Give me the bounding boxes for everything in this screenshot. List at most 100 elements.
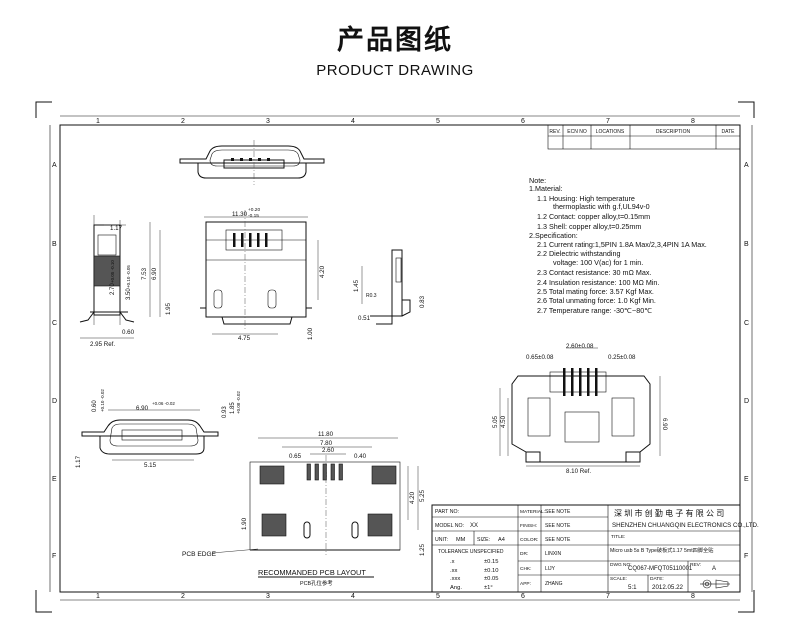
page-title-english: PRODUCT DRAWING bbox=[316, 62, 474, 79]
dim-label: 0.83 bbox=[419, 295, 426, 308]
tb-value: A4 bbox=[498, 537, 505, 543]
tb-label: MATERIAL: bbox=[520, 509, 545, 515]
company-name-cn: 深 圳 市 创 勤 电 子 有 限 公 司 bbox=[614, 508, 724, 518]
note-line: 2.2 Dielectric withstanding bbox=[537, 249, 621, 258]
column-numbers-bottom: 1 2 3 4 5 6 7 8 bbox=[96, 593, 695, 600]
projection-symbol-icon bbox=[700, 579, 730, 589]
drawing-frame bbox=[49, 115, 753, 601]
col-num: 2 bbox=[181, 118, 185, 125]
dim-label: 2.70 bbox=[110, 283, 116, 295]
col-num: 3 bbox=[266, 118, 270, 125]
tb-value: SEE NOTE bbox=[545, 509, 571, 515]
tb-label: DR: bbox=[520, 551, 528, 557]
dim-label: 4.20 bbox=[409, 491, 416, 504]
tb-label: UNIT: bbox=[435, 537, 448, 543]
dim-label: 11.80 bbox=[318, 431, 334, 438]
tb-tol-val: ±1° bbox=[484, 585, 493, 591]
row-letter: C bbox=[52, 320, 57, 327]
tb-label: PART NO: bbox=[435, 509, 459, 515]
tb-value: SEE NOTE bbox=[545, 537, 571, 543]
note-line: 2.5 Total mating force: 3.57 Kgf Max. bbox=[537, 287, 654, 296]
note-line: 2.1 Current rating:1,5PIN 1.8A Max/2,3,4… bbox=[537, 240, 707, 249]
row-letter: A bbox=[52, 162, 57, 169]
dim-label: 0.51 bbox=[358, 315, 371, 322]
tb-label: DWG NO: bbox=[610, 562, 632, 568]
dim-label: 3.50 bbox=[126, 288, 132, 300]
crop-marks bbox=[35, 101, 755, 613]
col-num: 2 bbox=[181, 593, 185, 600]
row-letter: D bbox=[744, 398, 749, 405]
dim-label: R0.3 bbox=[366, 293, 377, 299]
dim-label: 0.65 bbox=[289, 453, 302, 460]
tb-label: MODEL NO: bbox=[435, 523, 464, 529]
col-num: 7 bbox=[606, 593, 610, 600]
row-letter: C bbox=[744, 320, 749, 327]
notes-block: Note: 1.Material: 1.1 Housing: High temp… bbox=[529, 176, 707, 315]
tb-label: TITLE: bbox=[611, 534, 625, 540]
dim-label: 6.90 bbox=[136, 405, 149, 412]
dim-label: 1.90 bbox=[241, 517, 248, 530]
dim-label: 2.60 bbox=[322, 447, 335, 454]
col-num: 8 bbox=[691, 118, 695, 125]
dim-label: 4.20 bbox=[319, 265, 326, 278]
tb-label: DATE: bbox=[650, 576, 664, 582]
dim-label: 2.95 Ref. bbox=[90, 341, 115, 348]
note-line: 2.7 Temperature range: -30℃~80℃ bbox=[537, 306, 652, 315]
tb-label: FINISH: bbox=[520, 523, 537, 529]
dim-label: 1.00 bbox=[307, 327, 314, 340]
dim-label: 0.60 bbox=[122, 329, 135, 336]
col-num: 4 bbox=[351, 118, 355, 125]
front-view: 11.30 +0.20 -0.15 7.53 6.90 1.95 4.20 4.… bbox=[141, 207, 326, 342]
side-view-left: 1.17 2.70 +0.05 -0.10 3.50 +0.10 -0.05 0… bbox=[79, 215, 135, 348]
dim-label: 1.17 bbox=[75, 455, 82, 468]
tb-label: REV: bbox=[690, 562, 701, 568]
col-num: 7 bbox=[606, 118, 610, 125]
dim-label: 0.60 bbox=[92, 400, 98, 412]
col-num: 5 bbox=[436, 118, 440, 125]
row-letters-right: A B C D E F bbox=[744, 162, 749, 560]
tb-value: A bbox=[712, 566, 716, 572]
col-num: 1 bbox=[96, 593, 100, 600]
dim-label: 1.17 bbox=[110, 225, 123, 232]
rev-header: LOCATIONS bbox=[596, 129, 625, 135]
tb-value: 5:1 bbox=[628, 584, 637, 591]
tb-value: LINXIN bbox=[545, 551, 562, 557]
dim-label: 4.50 bbox=[500, 415, 507, 428]
tb-value: 2012.05.22 bbox=[652, 584, 684, 591]
dim-label: 6.90 bbox=[151, 267, 158, 280]
tb-value: MM bbox=[456, 537, 466, 543]
dim-label: +0.10 -0.05 bbox=[126, 265, 131, 288]
dim-label: 0.25±0.08 bbox=[608, 354, 636, 361]
dim-label: -0.15 bbox=[248, 213, 259, 219]
col-num: 6 bbox=[521, 593, 525, 600]
rev-header: DESCRIPTION bbox=[656, 129, 691, 135]
note-line: 1.3 Shell: copper alloy,t=0.25mm bbox=[537, 222, 641, 231]
end-view: 6.90 +0.06 -0.02 5.15 1.17 0.60 +0.10 -0… bbox=[75, 389, 241, 469]
col-num: 8 bbox=[691, 593, 695, 600]
dim-label: 1.25 bbox=[419, 543, 426, 556]
tb-tol-val: ±0.05 bbox=[484, 576, 498, 582]
tb-value: SEE NOTE bbox=[545, 523, 571, 529]
tb-tol-val: ±0.15 bbox=[484, 559, 498, 565]
dim-label: 0.40 bbox=[354, 453, 367, 460]
dim-label: +0.20 bbox=[248, 207, 260, 213]
tb-value: XX bbox=[470, 523, 478, 529]
dim-label: 7.80 bbox=[320, 440, 333, 447]
dim-label: 5.05 bbox=[492, 415, 499, 428]
tb-tol-key: .x bbox=[450, 559, 455, 565]
dim-label: 0.93 bbox=[222, 406, 228, 418]
dim-label: 11.30 bbox=[232, 211, 248, 218]
tb-value: LIJY bbox=[545, 566, 556, 572]
top-view bbox=[179, 140, 325, 185]
dim-label: 5.15 bbox=[144, 462, 157, 469]
note-line: 2.6 Total unmating force: 1.0 Kgf Min. bbox=[537, 296, 656, 305]
title-block: PART NO: MODEL NO: XX UNIT: MM SIZE: A4 … bbox=[431, 504, 759, 593]
dim-label: 4.75 bbox=[238, 335, 251, 342]
pcb-caption: RECOMMANDED PCB LAYOUT bbox=[258, 568, 366, 577]
dim-label: +0.08 -0.02 bbox=[236, 391, 241, 414]
note-line: 1.1 Housing: High temperature bbox=[537, 194, 635, 203]
row-letter: B bbox=[744, 241, 749, 248]
dim-label: 5.25 bbox=[419, 489, 426, 502]
dim-label: 1.45 bbox=[353, 279, 360, 292]
rev-header: ECN NO bbox=[567, 129, 587, 135]
